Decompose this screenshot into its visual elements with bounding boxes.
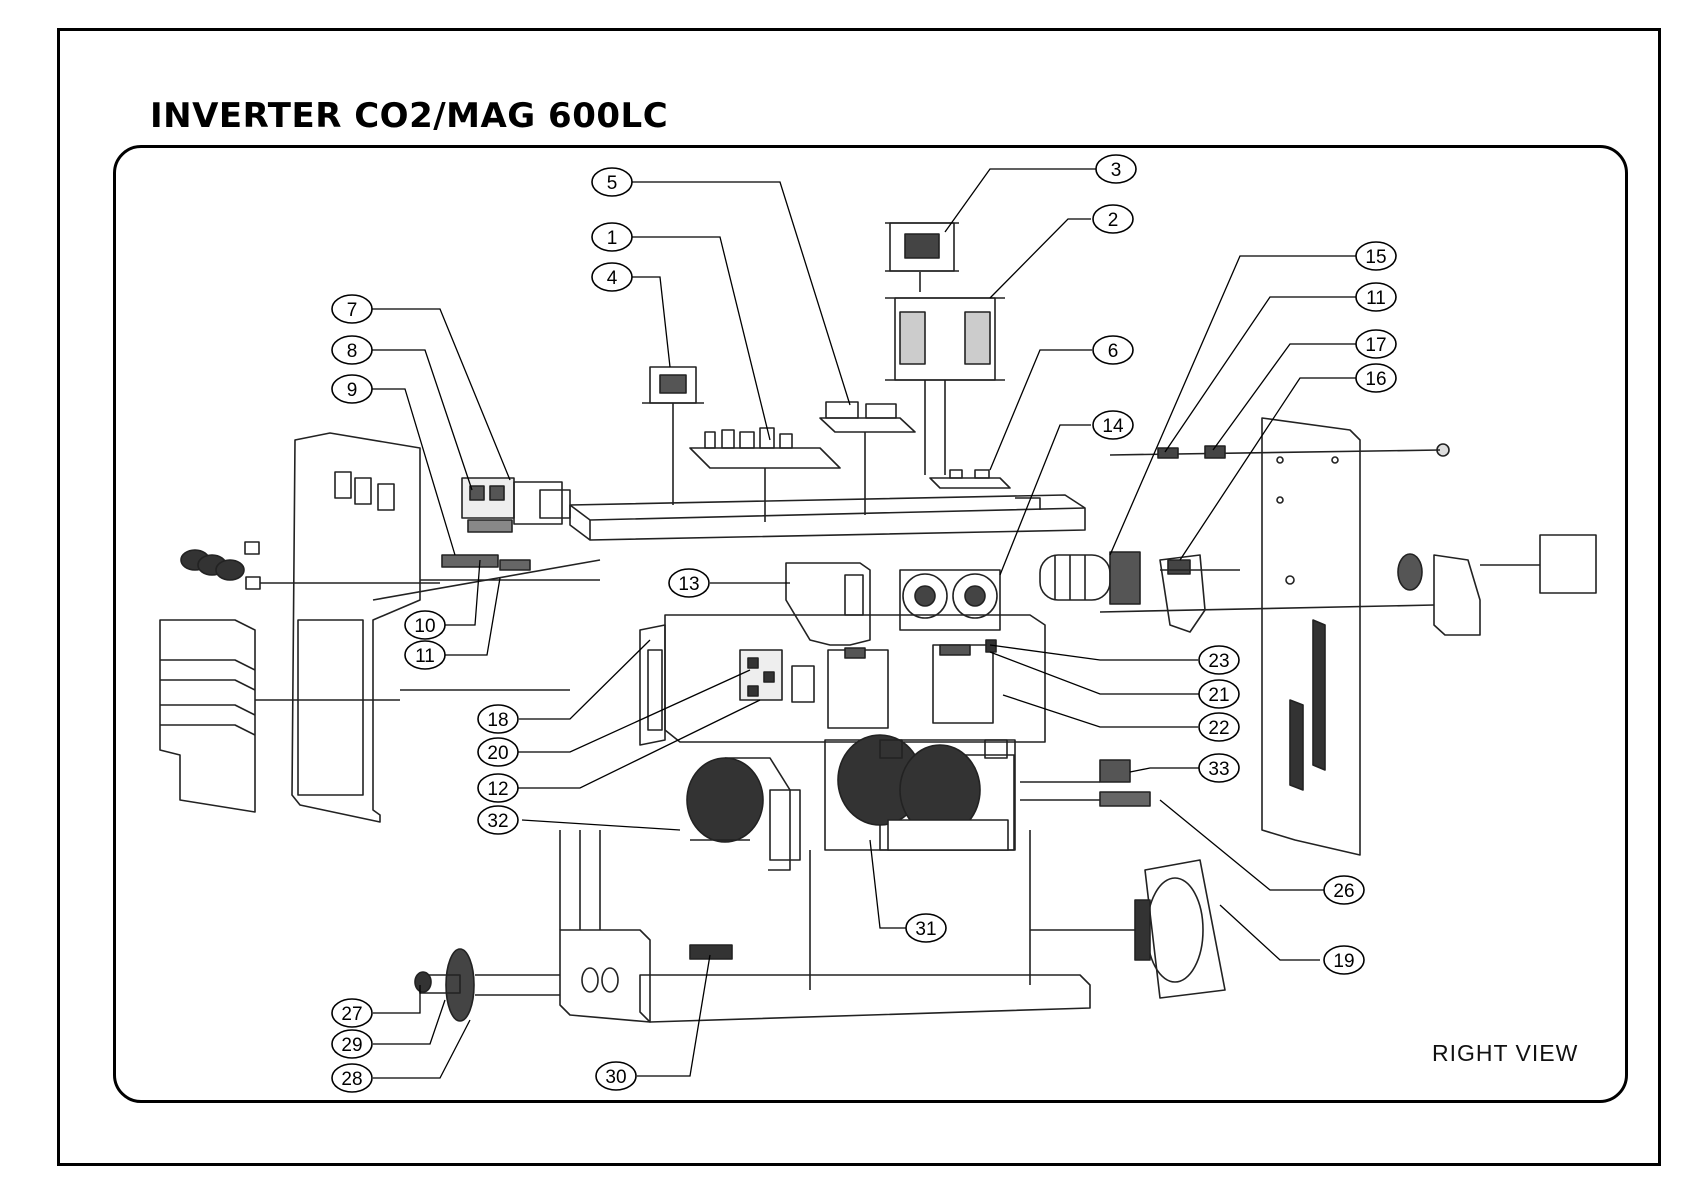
callout-22: 22 [1199, 713, 1239, 741]
callout-number: 8 [347, 341, 358, 362]
callout-31: 31 [906, 914, 946, 942]
callout-number: 12 [487, 779, 508, 800]
part-item-13-bracket [786, 563, 870, 645]
callout-number: 3 [1111, 160, 1122, 181]
part-control-pcb [690, 428, 840, 522]
callout-number: 1 [607, 228, 618, 249]
callout-number: 28 [341, 1069, 362, 1090]
callout-number: 26 [1333, 881, 1354, 902]
callout-number: 2 [1108, 210, 1119, 231]
callout-14: 14 [1093, 411, 1133, 439]
part-item-6-board [930, 470, 1010, 488]
part-item-4-box [642, 367, 704, 505]
callout-5: 5 [592, 168, 632, 196]
callout-number: 11 [415, 646, 435, 667]
part-transformer-cover [885, 223, 959, 292]
part-rotary-switch [1040, 552, 1140, 604]
part-water-fitting [415, 949, 560, 1021]
callout-26: 26 [1324, 876, 1364, 904]
callout-number: 9 [347, 380, 358, 401]
callout-number: 33 [1208, 759, 1229, 780]
view-label: RIGHT VIEW [1432, 1040, 1578, 1067]
callout-27: 27 [332, 999, 372, 1027]
callout-number: 6 [1108, 341, 1119, 362]
part-fan-duct [1100, 535, 1596, 635]
callout-number: 15 [1365, 247, 1386, 268]
callout-2: 2 [1093, 205, 1133, 233]
callout-number: 16 [1365, 369, 1386, 390]
callout-12: 12 [478, 774, 518, 802]
callout-6: 6 [1093, 336, 1133, 364]
callout-11: 11 [405, 641, 445, 669]
callout-number: 30 [605, 1067, 626, 1088]
callout-number: 32 [487, 811, 508, 832]
callout-number: 14 [1102, 416, 1124, 437]
callout-16: 16 [1356, 364, 1396, 392]
callout-15: 15 [1356, 242, 1396, 270]
leader-lines [355, 169, 1358, 1078]
part-output-frame [825, 735, 1015, 850]
callout-30: 30 [596, 1062, 636, 1090]
callout-number: 11 [1366, 288, 1386, 309]
callout-19: 19 [1324, 946, 1364, 974]
callout-number: 4 [607, 268, 618, 289]
callout-number: 31 [915, 919, 936, 940]
callout-number: 22 [1208, 718, 1229, 739]
callout-4: 4 [592, 263, 632, 291]
callout-33: 33 [1199, 754, 1239, 782]
callout-10: 10 [405, 611, 445, 639]
part-louver-panel [160, 620, 400, 812]
part-rear-panel [1110, 418, 1449, 855]
callout-9: 9 [332, 375, 372, 403]
part-capacitors [900, 570, 1000, 630]
part-main-heatsink-block [640, 615, 1045, 745]
callout-number: 7 [347, 300, 358, 321]
callout-number: 10 [414, 616, 435, 637]
callout-number: 27 [341, 1004, 362, 1025]
callout-20: 20 [478, 738, 518, 766]
callout-18: 18 [478, 705, 518, 733]
callout-29: 29 [332, 1030, 372, 1058]
part-coil [687, 758, 800, 870]
part-relay-cluster [442, 478, 570, 570]
part-base-plate [560, 830, 1090, 1022]
callout-1: 1 [592, 223, 632, 251]
callout-8: 8 [332, 336, 372, 364]
part-output-connectors [181, 542, 440, 589]
callout-number: 18 [487, 710, 508, 731]
part-front-panel [292, 433, 600, 822]
callout-number: 20 [487, 743, 508, 764]
callout-17: 17 [1356, 330, 1396, 358]
callout-number: 23 [1208, 651, 1229, 672]
callout-11: 11 [1356, 283, 1396, 311]
callout-32: 32 [478, 806, 518, 834]
callout-21: 21 [1199, 680, 1239, 708]
part-sensor-connector [1020, 760, 1150, 806]
callout-28: 28 [332, 1064, 372, 1092]
callout-13: 13 [669, 569, 709, 597]
part-top-rail [570, 495, 1085, 540]
callout-number: 19 [1333, 951, 1354, 972]
part-switch-bracket [1160, 555, 1240, 632]
callout-number: 21 [1208, 685, 1229, 706]
callout-number: 13 [678, 574, 699, 595]
callout-23: 23 [1199, 646, 1239, 674]
part-cooling-fan [1030, 860, 1225, 998]
callout-layer: 1234567891011111213141516171819202122232… [332, 155, 1396, 1092]
callout-3: 3 [1096, 155, 1136, 183]
callout-number: 29 [341, 1035, 362, 1056]
callout-7: 7 [332, 295, 372, 323]
callout-number: 17 [1365, 335, 1386, 356]
callout-number: 5 [607, 173, 618, 194]
part-main-transformer [885, 298, 1005, 475]
